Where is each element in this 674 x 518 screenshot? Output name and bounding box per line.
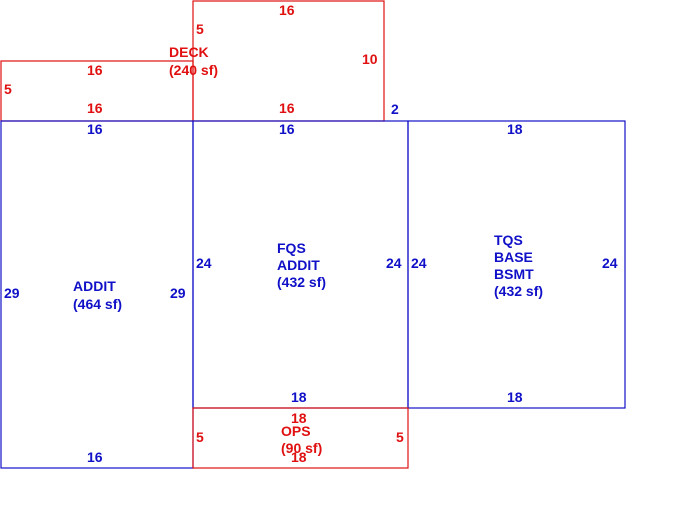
- deck-dim-gap: 2: [391, 101, 399, 117]
- ops-label: OPS: [281, 423, 311, 439]
- tqs-dim-left: 24: [411, 255, 427, 271]
- fqs-label-line1: FQS: [277, 240, 306, 256]
- ops-outline: [192, 407, 409, 469]
- tqs-label-line1: TQS: [494, 232, 523, 248]
- deck-label: DECK: [169, 44, 209, 60]
- fqs-label-line2: ADDIT: [277, 257, 320, 273]
- tqs-dim-right: 24: [602, 255, 618, 271]
- addit-label: ADDIT: [73, 278, 116, 294]
- deck-dim-right-bottom: 16: [279, 100, 295, 116]
- addit-dim-left: 29: [4, 285, 20, 301]
- deck-dim-left-upper: 5: [196, 21, 204, 37]
- addit-dim-top: 16: [87, 121, 103, 137]
- fqs-dim-right: 24: [386, 255, 402, 271]
- fqs-dim-top: 16: [279, 121, 295, 137]
- ops-area: (90 sf): [281, 440, 322, 456]
- addit-dim-right: 29: [170, 285, 186, 301]
- ops-dim-left: 5: [196, 429, 204, 445]
- tqs-outline: [407, 120, 626, 409]
- tqs-dim-top: 18: [507, 121, 523, 137]
- deck-dim-left-bottom: 16: [87, 100, 103, 116]
- deck-dim-right: 10: [362, 51, 378, 67]
- addit-area: (464 sf): [73, 296, 122, 312]
- ops-dim-top: 18: [291, 410, 307, 426]
- fqs-area: (432 sf): [277, 274, 326, 290]
- deck-dim-top: 16: [279, 2, 295, 18]
- deck-area: (240 sf): [169, 62, 218, 78]
- ops-dim-right: 5: [396, 429, 404, 445]
- ops-dim-bottom: 18: [291, 449, 307, 465]
- tqs-dim-bottom: 18: [507, 389, 523, 405]
- fqs-dim-bottom: 18: [291, 389, 307, 405]
- deck-dim-left-top: 16: [87, 62, 103, 78]
- deck-dim-left-side: 5: [4, 81, 12, 97]
- tqs-label-line3: BSMT: [494, 266, 534, 282]
- addit-outline: [0, 120, 194, 469]
- tqs-area: (432 sf): [494, 283, 543, 299]
- addit-dim-bottom: 16: [87, 449, 103, 465]
- fqs-dim-left: 24: [196, 255, 212, 271]
- tqs-label-line2: BASE: [494, 249, 533, 265]
